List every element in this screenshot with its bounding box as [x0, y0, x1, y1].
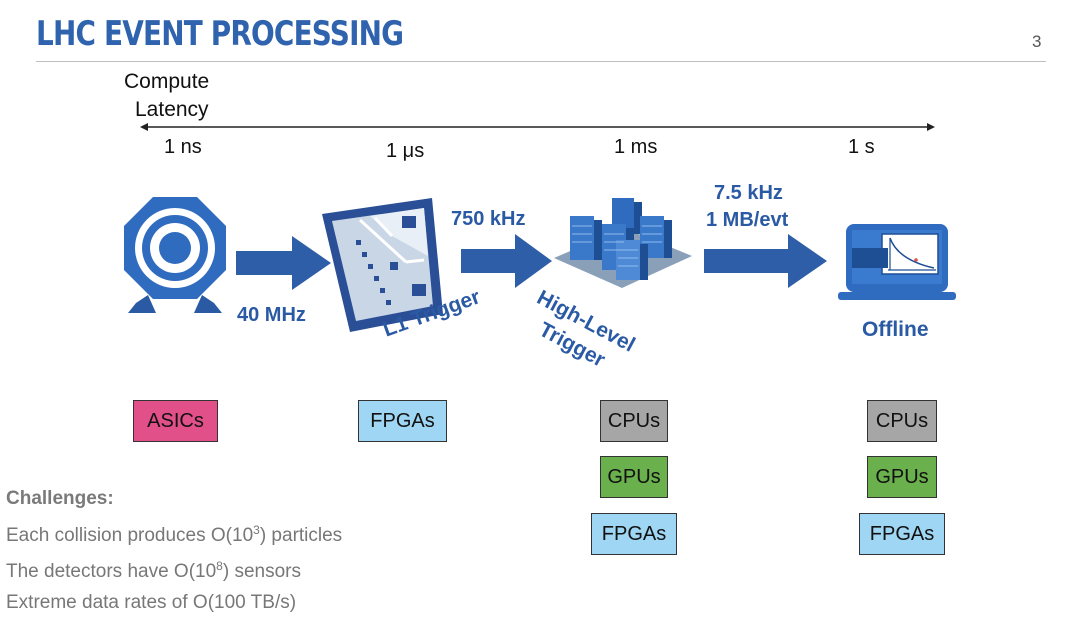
latency-tick-ms: 1 ms — [614, 136, 657, 159]
challenge-collision-exponent: 3 — [253, 523, 260, 537]
l1-fpgas-box: FPGAs — [358, 400, 447, 442]
challenge-sensors-line: The detectors have O(108) sensors — [6, 551, 342, 588]
latency-tick-s: 1 s — [848, 136, 875, 159]
challenge-collision-line: Each collision produces O(103) particles — [6, 515, 342, 552]
challenges-heading: Challenges: — [6, 484, 342, 515]
slide-title: LHC EVENT PROCESSING — [36, 14, 403, 54]
offline-gpus-box: GPUs — [867, 456, 937, 498]
latency-tick-ns: 1 ns — [164, 136, 202, 159]
flow-arrow-3 — [704, 234, 828, 288]
challenge-sensors-suffix: ) sensors — [223, 561, 301, 582]
hlt-cpus-box: CPUs — [600, 400, 668, 442]
latency-tick-us: 1 μs — [386, 140, 424, 163]
offline-label: Offline — [862, 318, 929, 342]
rate-750khz-label: 750 kHz — [451, 208, 526, 231]
title-divider — [36, 61, 1046, 62]
offline-fpgas-box: FPGAs — [859, 513, 945, 555]
flow-arrow-1 — [236, 236, 332, 290]
rate-40mhz-label: 40 MHz — [237, 304, 306, 327]
challenge-sensors-exponent: 8 — [216, 559, 223, 573]
latency-axis-label: Compute Latency — [124, 68, 209, 124]
hlt-fpgas-box: FPGAs — [591, 513, 677, 555]
page-number: 3 — [1032, 32, 1041, 52]
hlt-gpus-box: GPUs — [600, 456, 668, 498]
flow-arrow-2 — [461, 234, 553, 288]
challenges-block: Challenges: Each collision produces O(10… — [6, 484, 342, 618]
latency-label-line1: Compute — [124, 68, 209, 96]
laptop-icon — [838, 222, 956, 304]
challenge-collision-text: Each collision produces O(10 — [6, 525, 253, 546]
rate-1mb-evt-label: 1 MB/evt — [706, 209, 788, 232]
challenge-collision-suffix: ) particles — [260, 525, 342, 546]
challenge-data-rate-line: Extreme data rates of O(100 TB/s) — [6, 588, 342, 618]
detector-icon — [122, 195, 228, 321]
challenge-sensors-text: The detectors have O(10 — [6, 561, 216, 582]
latency-axis-arrow — [140, 119, 935, 135]
server-rack-icon — [550, 196, 695, 288]
asics-box: ASICs — [133, 400, 218, 442]
rate-7-5khz-label: 7.5 kHz — [714, 182, 783, 205]
offline-cpus-box: CPUs — [867, 400, 937, 442]
